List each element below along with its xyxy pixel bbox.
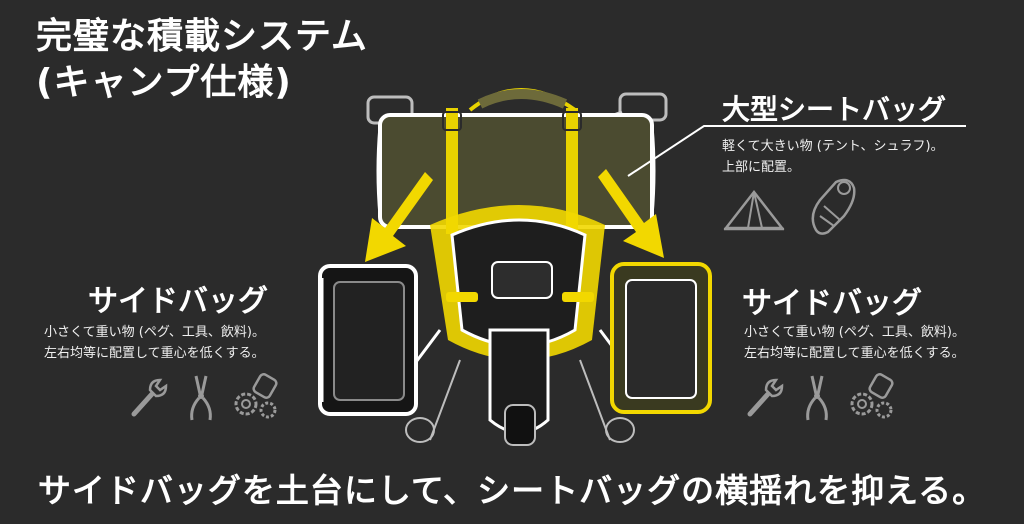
- left-side-bag-graphic: [318, 264, 418, 416]
- seat-bag-leader-line: [627, 125, 966, 177]
- left-side-bag-desc-line-2: 左右均等に配置して重心を低くする。: [44, 346, 265, 361]
- footer-caption: サイドバッグを土台にして、シートバッグの横揺れを抑える。: [37, 471, 987, 510]
- tent-icon: [723, 189, 785, 231]
- motorcycle-rear: [378, 205, 662, 446]
- right-side-bag-graphic: [610, 262, 712, 414]
- pliers-icon: [190, 375, 212, 421]
- right-side-bag-desc-line-1: 小さくて重い物 (ペグ、工具、飲料)。: [744, 325, 965, 340]
- wrench-icon: [747, 378, 784, 417]
- left-side-bag-description: 小さくて重い物 (ペグ、工具、飲料)。 左右均等に配置して重心を低くする。: [44, 322, 265, 364]
- main-title: 完璧な積載システム (キャンプ仕様): [36, 14, 368, 106]
- title-line-1: 完璧な積載システム: [36, 16, 368, 57]
- sleeping-bag-icon: [811, 178, 856, 235]
- arrow-to-right-bag: [598, 169, 664, 258]
- pliers-icon: [806, 375, 828, 421]
- title-line-2: (キャンプ仕様): [36, 62, 292, 103]
- gears-icon: [850, 373, 894, 419]
- seat-bag-graphic: [376, 108, 656, 234]
- seat-bag-heading: 大型シートバッグ: [722, 93, 947, 126]
- right-side-bag-heading: サイドバッグ: [742, 286, 922, 321]
- arrow-to-left-bag: [365, 172, 433, 262]
- gears-icon: [234, 373, 278, 419]
- seat-bag-desc-line-2: 上部に配置。: [722, 160, 801, 175]
- seat-bag-description: 軽くて大きい物 (テント、シュラフ)。 上部に配置。: [722, 136, 944, 178]
- wrench-icon: [131, 378, 168, 417]
- left-side-bag-heading: サイドバッグ: [88, 284, 268, 319]
- seat-bag-desc-line-1: 軽くて大きい物 (テント、シュラフ)。: [722, 139, 944, 154]
- right-side-bag-description: 小さくて重い物 (ペグ、工具、飲料)。 左右均等に配置して重心を低くする。: [744, 322, 965, 364]
- right-side-bag-desc-line-2: 左右均等に配置して重心を低くする。: [744, 346, 965, 361]
- left-side-bag-desc-line-1: 小さくて重い物 (ペグ、工具、飲料)。: [44, 325, 265, 340]
